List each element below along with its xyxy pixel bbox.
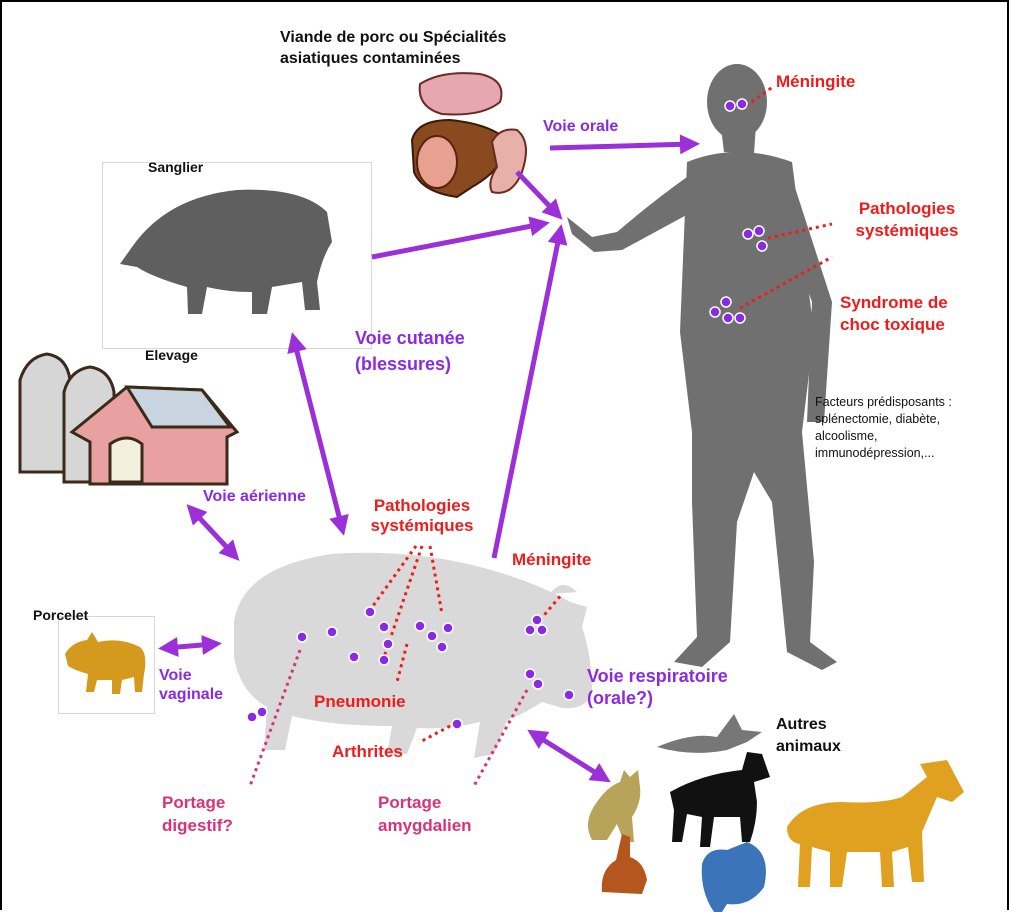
portage-digestif-label: Portage digestif? — [162, 792, 272, 838]
elevage-label: Elevage — [145, 348, 198, 364]
voie-orale-label: Voie orale — [543, 118, 618, 136]
boar-silhouette — [120, 190, 332, 314]
pig-arthrites-label: Arthrites — [332, 742, 403, 761]
bird-silhouette — [657, 714, 762, 753]
sanglier-label: Sanglier — [148, 160, 203, 176]
autres-animaux-label: Autres animaux — [776, 714, 866, 759]
rabbit-silhouette — [602, 834, 647, 894]
horse-silhouette — [787, 760, 964, 887]
arrow-pig-animals — [534, 734, 604, 778]
facteurs-predisposants-text: Facteurs prédisposants : splénectomie, d… — [815, 394, 985, 462]
piglet-silhouette — [65, 632, 145, 694]
arrow-pig-to-hand — [494, 232, 560, 558]
dog-silhouette — [670, 752, 770, 847]
arrow-meat-to-human — [550, 144, 692, 148]
arrow-farm-pig — [192, 510, 234, 555]
farm-illustration — [20, 354, 237, 484]
arrow-boar-to-hand — [372, 224, 542, 257]
pig-silhouette — [234, 553, 592, 758]
human-meningite-label: Méningite — [776, 72, 855, 91]
arrow-meat-to-hand — [517, 172, 557, 214]
human-pathologies-label: Pathologies systémiques — [842, 198, 972, 242]
cat-silhouette — [588, 770, 640, 842]
voie-vaginale-label: Voie vaginale — [159, 666, 239, 704]
human-syndrome-label: Syndrome de choc toxique — [840, 292, 980, 336]
meat-illustration — [412, 73, 526, 197]
chicken-silhouette — [702, 842, 766, 912]
pig-pathologies-label: Pathologies systémiques — [357, 496, 487, 537]
voie-respiratoire-label: Voie respiratoire (orale?) — [587, 666, 767, 709]
voie-aerienne-label: Voie aérienne — [203, 488, 306, 506]
pig-meningite-label: Méningite — [512, 550, 591, 569]
meat-source-label: Viande de porc ou Spécialités asiatiques… — [280, 28, 550, 70]
porcelet-label: Porcelet — [33, 608, 88, 624]
voie-cutanee-label: Voie cutanée (blessures) — [355, 325, 505, 377]
arrow-piglet-pig — [166, 644, 214, 648]
human-silhouette — [567, 64, 837, 670]
portage-amygdalien-label: Portage amygdalien — [378, 792, 498, 838]
pig-pneumonie-label: Pneumonie — [314, 692, 406, 711]
